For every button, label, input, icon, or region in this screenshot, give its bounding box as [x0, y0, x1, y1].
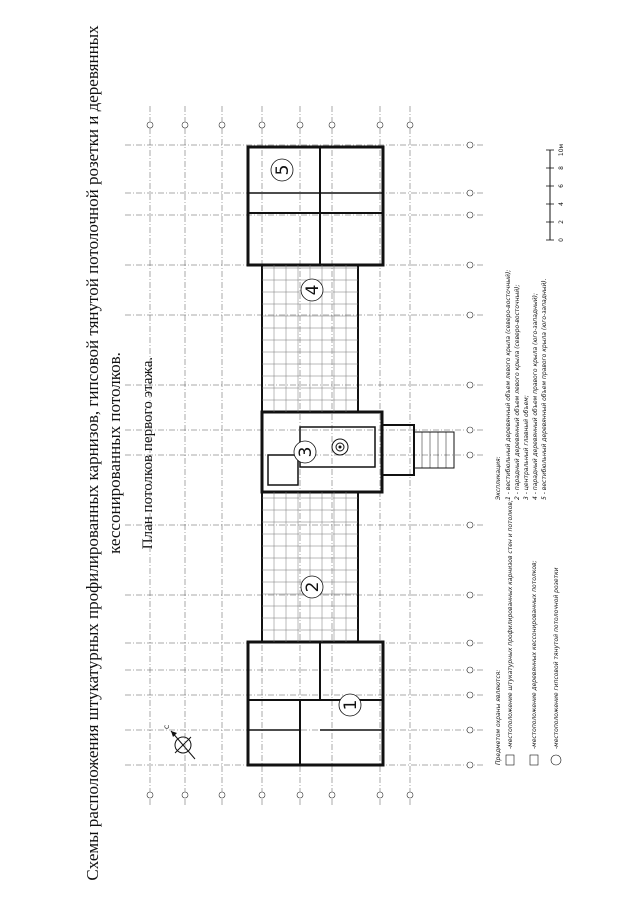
room-number: 2	[303, 582, 323, 593]
explication-item-1: 1 - вестибюльный деревянный объем левого…	[505, 270, 512, 500]
explication-heading: Экспликация:	[495, 456, 502, 501]
subtitle: План потолков первого этажа.	[140, 357, 156, 549]
building-outline	[246, 145, 455, 767]
legend: Предметом охраны являются: -местоположен…	[495, 500, 562, 766]
legend-item-1: -местоположение штукатурных профилирован…	[507, 500, 514, 749]
title-line-2: кессонированных потолков.	[105, 352, 124, 554]
scale-tick-label: 4	[558, 202, 565, 206]
scale-tick-label: 10м	[558, 144, 565, 156]
room-marker-circle	[338, 693, 362, 717]
scale-tick-label: 8	[558, 166, 565, 170]
explication-item-5: 5 - вестибюльный деревянный объем правог…	[541, 278, 548, 500]
axis-grid	[125, 105, 485, 805]
ceiling-rosette-icon	[331, 438, 349, 456]
title-line-1: Схемы расположения штукатурных профилиро…	[83, 25, 102, 881]
coffered-ceiling-grid	[262, 265, 358, 642]
legend-item-3: -местоположение гипсовой тянутой потолоч…	[553, 567, 560, 749]
cornice-legend-icon	[505, 754, 515, 766]
room-markers: 1 2 3 4 5	[270, 158, 362, 717]
scale-bar: 0 2 4 6 8 10м	[546, 144, 565, 242]
north-label: С	[164, 725, 171, 729]
room-number: 4	[303, 285, 323, 296]
explication-item-3: 3 - центральный главный объем;	[523, 395, 530, 500]
room-marker-circle	[300, 575, 324, 599]
explication: Экспликация: 1 - вестибюльный деревянный…	[495, 270, 548, 501]
explication-item-2: 2 - парадный деревянный объем левого кры…	[514, 284, 521, 500]
north-arrow-icon: С	[164, 725, 196, 760]
scale-tick-label: 0	[558, 238, 565, 242]
explication-item-4: 4 - парадный деревянный объем правого кр…	[532, 293, 539, 500]
room-number: 3	[296, 447, 316, 458]
scale-tick-label: 2	[558, 220, 565, 224]
room-marker-circle	[300, 278, 324, 302]
room-number: 5	[273, 165, 293, 176]
room-marker-circle	[293, 440, 317, 464]
scale-tick-label: 6	[558, 184, 565, 188]
rosette-legend-icon	[550, 754, 562, 766]
room-number: 1	[341, 700, 361, 711]
coffer-legend-icon	[529, 754, 539, 766]
axis-markers	[146, 121, 474, 799]
room-marker-circle	[270, 158, 294, 182]
legend-item-2: -местоположение деревянных кессонированн…	[531, 560, 538, 749]
legend-heading: Предметом охраны являются:	[495, 670, 502, 765]
